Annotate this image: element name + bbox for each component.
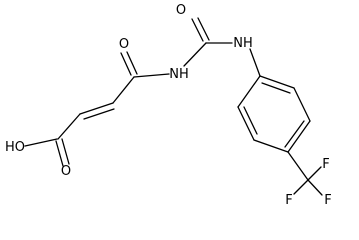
atom-labels: O O NH NH HO O F F F: [5, 3, 332, 208]
ring-bond-2: [293, 87, 311, 122]
bond-cf3-to-f-left: [293, 179, 309, 195]
bond-acid-carbon-to-alkene: [57, 113, 81, 140]
bond-alkene-b: [83, 108, 115, 120]
oxygen-carbonyl-left-label: O: [119, 37, 129, 52]
bond-lines: [24, 17, 323, 196]
ring-inner-bond-3: [243, 106, 258, 135]
bond-alkene-a: [79, 102, 114, 115]
ring-bond-6: [237, 75, 261, 108]
ring-inner-bond-1: [261, 82, 291, 94]
bond-cf3-to-f-right: [307, 179, 323, 196]
ring-bond-5: [237, 106, 255, 141]
bond-urea-carbonyl-b: [197, 17, 210, 41]
bond-acid-carbonyl-b: [61, 138, 70, 165]
ring-bond-1: [259, 75, 295, 89]
chemical-structure: O O NH NH HO O F F F: [5, 3, 332, 208]
oxygen-carbonyl-right-label: O: [176, 3, 186, 18]
fluorine-right-label: F: [324, 193, 331, 208]
bond-nh-to-urea-carbon: [183, 42, 207, 67]
oxygen-acid-carbonyl-label: O: [61, 164, 71, 179]
bond-ho-to-acid-carbon: [24, 138, 58, 147]
fluorine-top-label: F: [322, 157, 329, 172]
bond-cf3-to-f-top: [307, 166, 322, 181]
fluorine-left-label: F: [285, 193, 292, 208]
bond-urea-carbonyl-a: [191, 18, 204, 42]
hydroxyl-label: HO: [5, 140, 25, 155]
bond-ring-to-cf3: [287, 151, 309, 181]
imide-nh-label: NH: [169, 67, 189, 82]
ring-bond-4: [253, 139, 289, 153]
ring-inner-bond-2: [284, 120, 305, 148]
bond-alkene-to-carbonyl: [112, 76, 135, 104]
bond-acid-carbonyl-a: [55, 140, 64, 167]
anilide-nh-label: NH: [233, 36, 253, 51]
bond-carbonyl-left-a: [120, 52, 132, 76]
bond-nh-to-ring: [249, 48, 261, 77]
bond-carbonyl-to-nh: [133, 73, 170, 78]
ring-bond-3: [287, 120, 311, 153]
bond-carbonyl-left-b: [126, 51, 138, 75]
